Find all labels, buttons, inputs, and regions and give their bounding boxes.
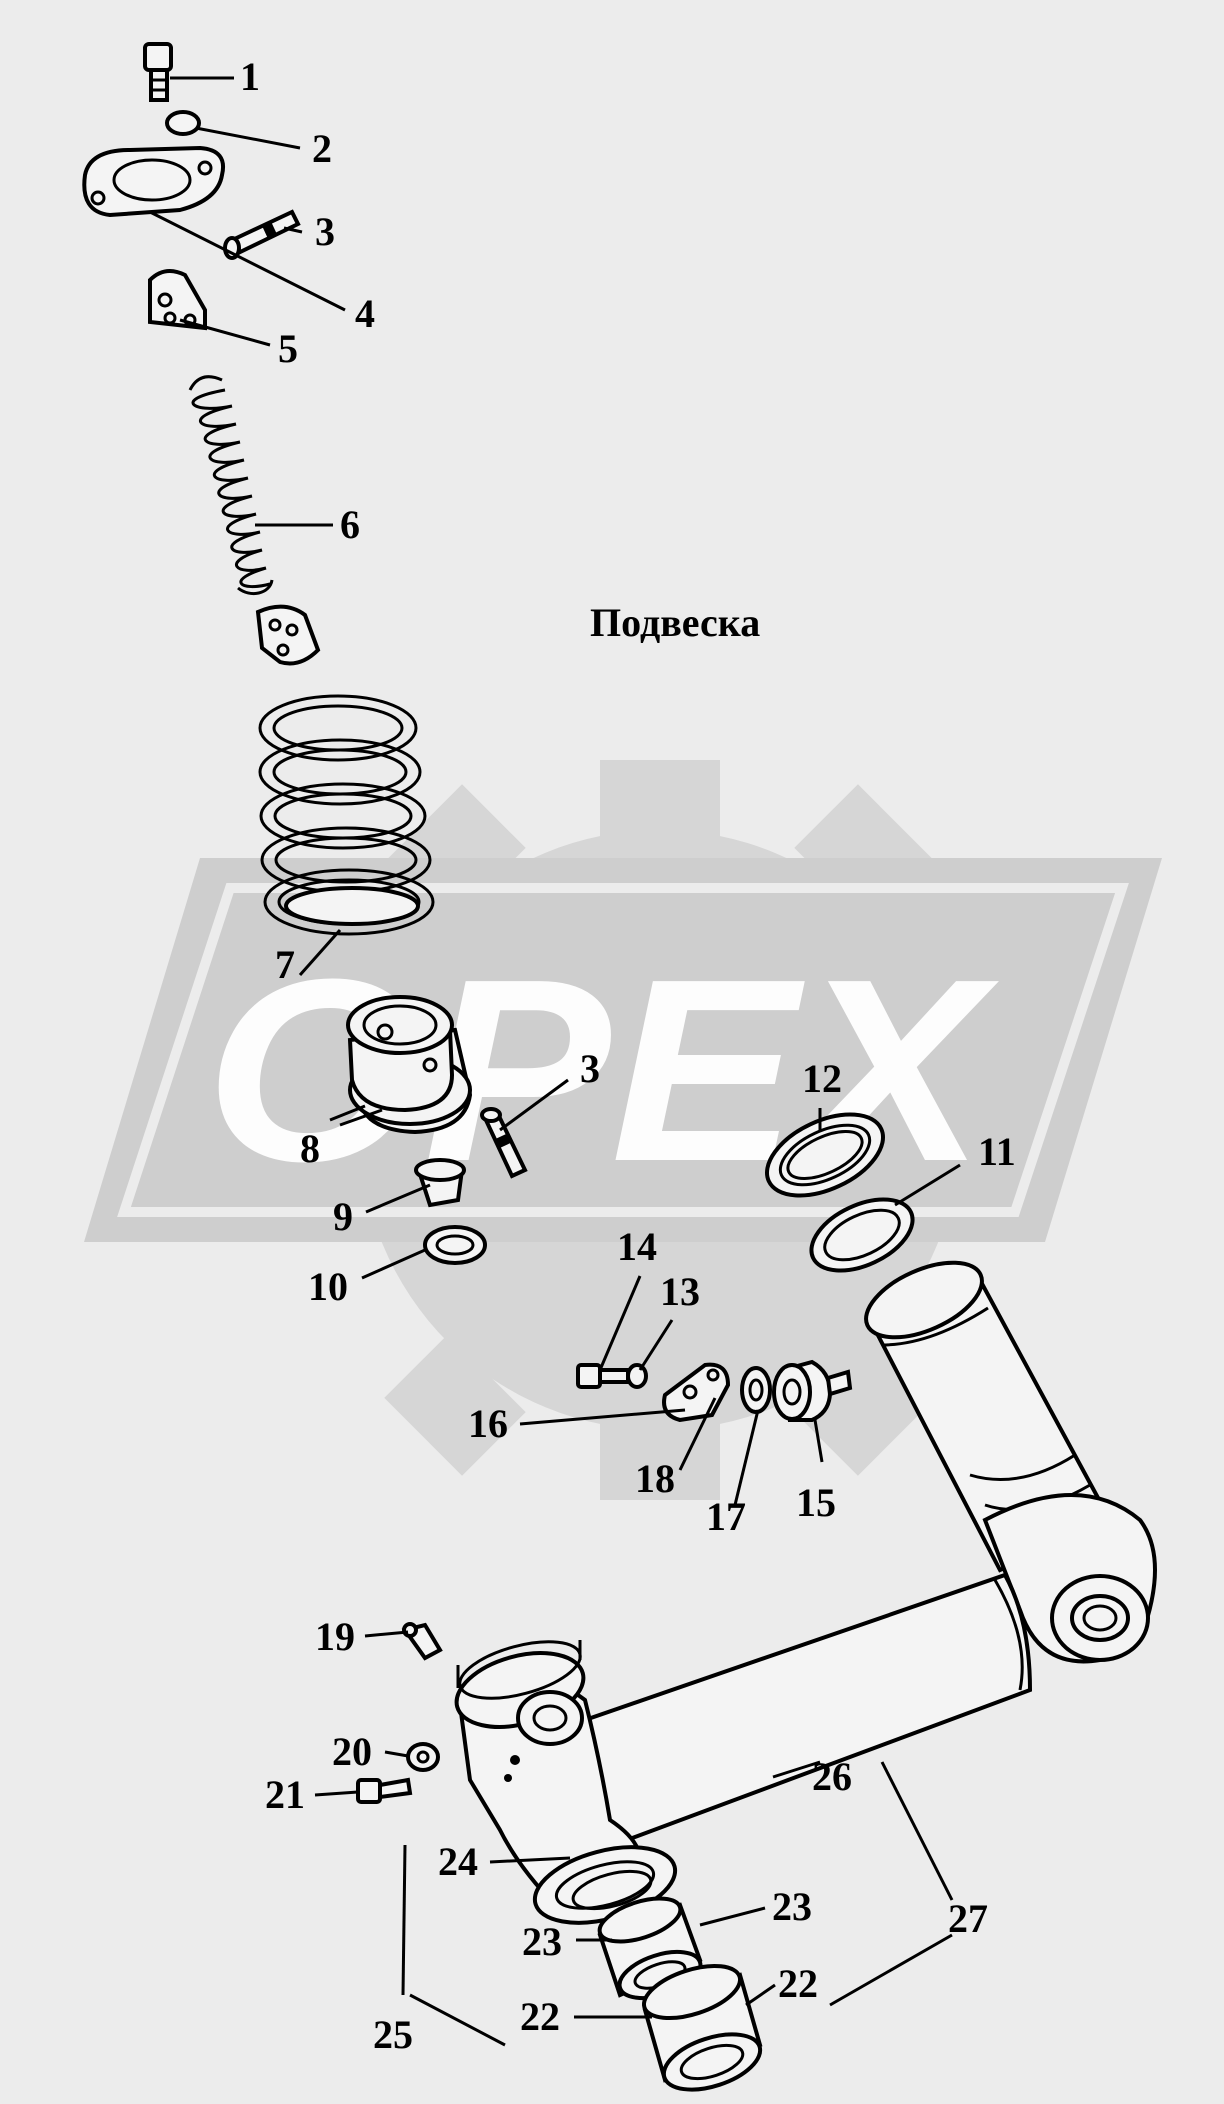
part-22-bush: [641, 1963, 763, 2092]
part-13-washer: [626, 1363, 648, 1389]
part-7-coil-spring: [258, 694, 435, 936]
watermark-text: OPEX: [205, 926, 1000, 1216]
part-3-pin: [223, 209, 301, 260]
callout-3b: 3: [580, 1046, 600, 1091]
part-21-bolt: [356, 1777, 413, 1804]
part-10-washer: [423, 1225, 487, 1265]
callout-10: 10: [308, 1264, 348, 1309]
callout-18: 18: [635, 1456, 675, 1501]
callout-11: 11: [978, 1129, 1016, 1174]
callout-15: 15: [796, 1480, 836, 1525]
part-9-plug: [414, 1158, 466, 1208]
part-11-ring: [809, 1197, 915, 1273]
spring-seat: [255, 604, 321, 666]
callout-8: 8: [300, 1126, 320, 1171]
callout-labels: 1 2 3 4 5 6 7 8 3 9 10 12 11 14 13 16 18…: [240, 54, 1016, 2057]
callout-27: 27: [948, 1896, 988, 1941]
callout-22b: 22: [520, 1994, 560, 2039]
part-12-seal: [765, 1112, 885, 1198]
callout-7: 7: [275, 942, 295, 987]
callout-13: 13: [660, 1269, 700, 1314]
part-4-flange: [82, 145, 225, 218]
callout-14: 14: [617, 1224, 657, 1269]
leader-lines: [149, 76, 961, 2047]
callout-1: 1: [240, 54, 260, 99]
part-26-suspension-arm: [454, 1260, 1157, 1925]
callout-20: 20: [332, 1729, 372, 1774]
callout-4: 4: [355, 291, 375, 336]
callout-16: 16: [468, 1401, 508, 1446]
callout-6: 6: [340, 502, 360, 547]
part-15-bushing: [772, 1359, 853, 1422]
callout-2: 2: [312, 126, 332, 171]
part-2-washer: [165, 110, 201, 136]
part-14-bolt: [576, 1363, 630, 1389]
watermark-parallelogram: [84, 858, 1162, 1242]
part-20-nut: [406, 1742, 440, 1772]
callout-17: 17: [706, 1494, 746, 1539]
part-1-bolt: [143, 42, 173, 102]
diagram-title: Подвеска: [590, 600, 760, 645]
part-8-spring-sleeve: [346, 995, 473, 1135]
part-19-grease-nipple: [401, 1622, 443, 1661]
callout-26: 26: [812, 1754, 852, 1799]
callout-5: 5: [278, 326, 298, 371]
callout-23b: 23: [522, 1919, 562, 1964]
callout-23a: 23: [772, 1884, 812, 1929]
callout-25: 25: [373, 2012, 413, 2057]
part-5-bracket: [148, 269, 207, 331]
callout-19: 19: [315, 1614, 355, 1659]
callout-12: 12: [802, 1056, 842, 1101]
callout-9: 9: [333, 1194, 353, 1239]
part-17-washer: [740, 1366, 772, 1414]
callout-24: 24: [438, 1839, 478, 1884]
callout-22a: 22: [778, 1961, 818, 2006]
callout-3a: 3: [315, 209, 335, 254]
part-6-small-spring: [188, 375, 274, 596]
callout-21: 21: [265, 1772, 305, 1817]
part-24-ring: [571, 1869, 653, 1911]
part-3-pin-lower: [480, 1107, 528, 1179]
part-23-bushing: [597, 1896, 703, 2001]
